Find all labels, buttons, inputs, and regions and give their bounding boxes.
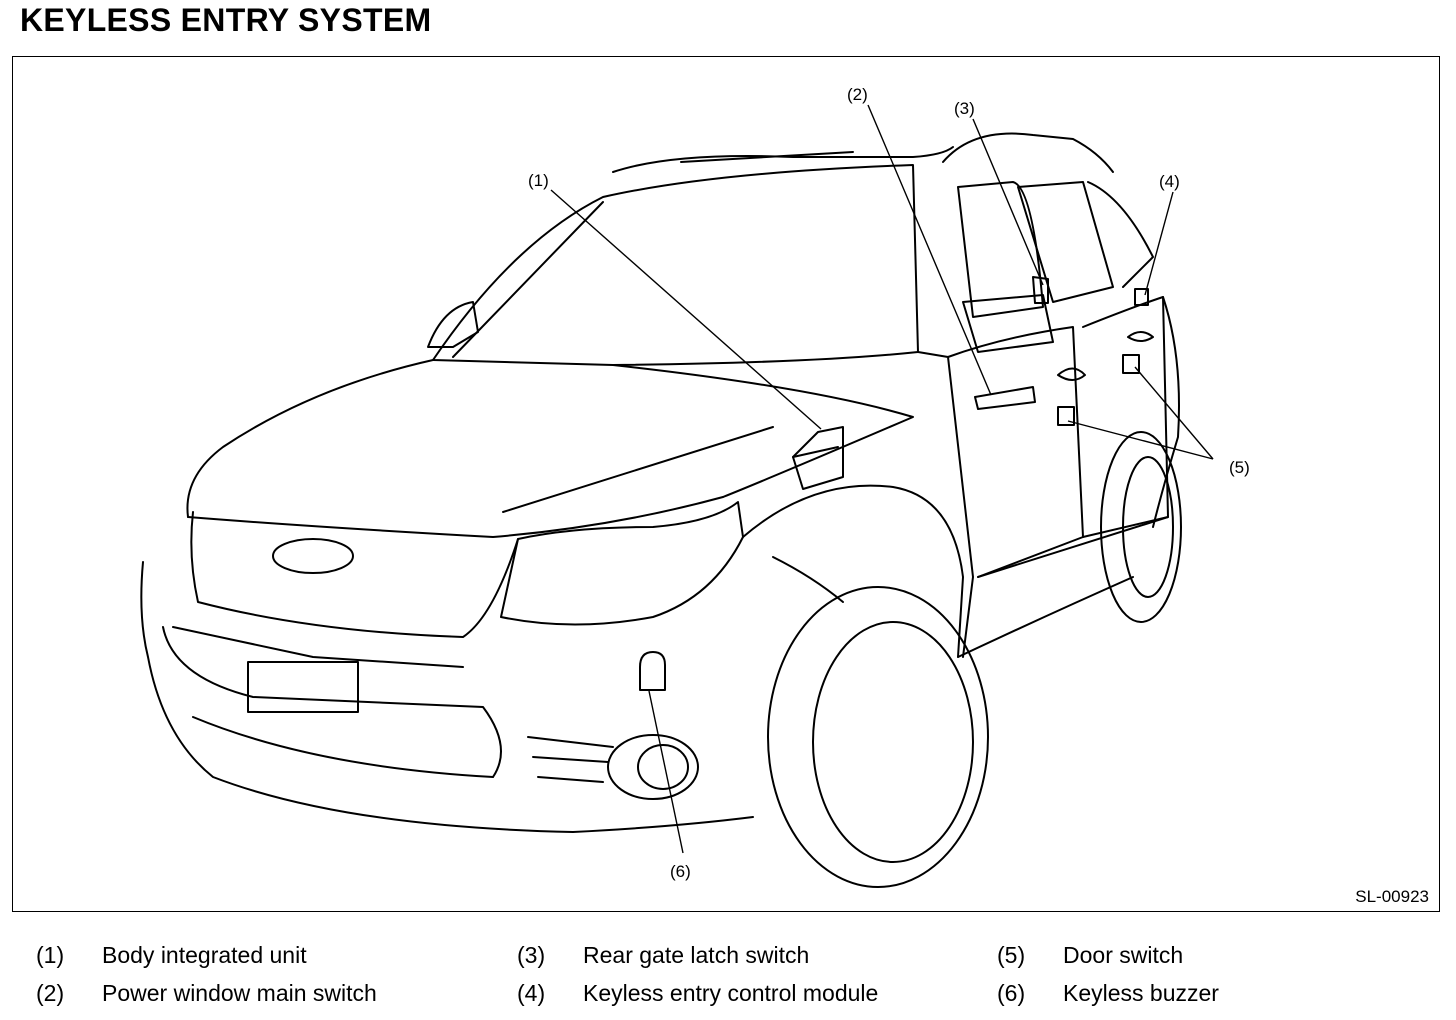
callout-6: (6) (670, 862, 691, 881)
page-title: KEYLESS ENTRY SYSTEM (20, 2, 432, 38)
hood-right-edge (612, 364, 914, 498)
keyless-buzzer-shape (639, 651, 666, 691)
front-window (957, 181, 1044, 318)
leader-line-3 (972, 118, 1044, 286)
front-bumper (140, 561, 754, 833)
leader-line-2 (867, 104, 992, 396)
license-plate (247, 661, 359, 713)
legend-number: (6) (997, 980, 1026, 1006)
body-integrated-unit-shape (792, 426, 844, 490)
subaru-logo (272, 538, 354, 574)
left-mirror (427, 301, 479, 348)
car-line-drawing: (1) (2) (3) (4) (5) (6) (140, 85, 1250, 888)
legend-label: Door switch (1063, 942, 1184, 968)
hood-left-edge (186, 359, 434, 518)
legend-label: Rear gate latch switch (583, 942, 810, 968)
callout-3: (3) (954, 99, 975, 118)
callout-4: (4) (1159, 172, 1180, 191)
legend-number: (4) (517, 980, 546, 1006)
leader-line-5b (1067, 420, 1214, 460)
legend-number: (1) (36, 942, 65, 968)
diagram-frame: (1) (2) (3) (4) (5) (6) SL-00923 (12, 56, 1440, 912)
front-door-handle (974, 386, 1036, 410)
legend-number: (2) (36, 980, 65, 1006)
roof-rail-rear (942, 132, 1114, 173)
callout-2: (2) (847, 85, 868, 104)
control-module-shape (1134, 288, 1149, 306)
legend: (1) Body integrated unit (2) Power windo… (0, 936, 1456, 1020)
grille (190, 511, 519, 638)
callout-1: (1) (528, 171, 549, 190)
front-fender (742, 484, 964, 658)
front-door-edge (917, 351, 974, 658)
rear-window (1017, 181, 1114, 303)
front-door (947, 326, 1084, 578)
fog-lamp (607, 734, 699, 800)
callout-5: (5) (1229, 458, 1250, 477)
leader-line-1 (550, 189, 822, 430)
leader-line-6 (648, 690, 684, 854)
legend-label: Keyless buzzer (1063, 980, 1219, 1006)
windshield (432, 164, 919, 366)
door-switch-rear-shape (1122, 354, 1140, 374)
legend-label: Power window main switch (102, 980, 377, 1006)
front-wheel (767, 586, 989, 888)
rear-gate-switch-shape (1032, 276, 1049, 304)
legend-label: Body integrated unit (102, 942, 307, 968)
headlight (500, 501, 744, 626)
figure-id: SL-00923 (1355, 887, 1429, 906)
hood-front-edge (187, 496, 724, 538)
leader-line-4 (1144, 191, 1174, 296)
legend-number: (3) (517, 942, 546, 968)
rear-wheel (1100, 431, 1182, 623)
leader-line-5a (1134, 366, 1214, 460)
legend-label: Keyless entry control module (583, 980, 879, 1006)
legend-number: (5) (997, 942, 1026, 968)
right-mirror (962, 294, 1054, 353)
door-switch-front-shape (1057, 406, 1075, 426)
roof-rail-front (612, 146, 954, 173)
